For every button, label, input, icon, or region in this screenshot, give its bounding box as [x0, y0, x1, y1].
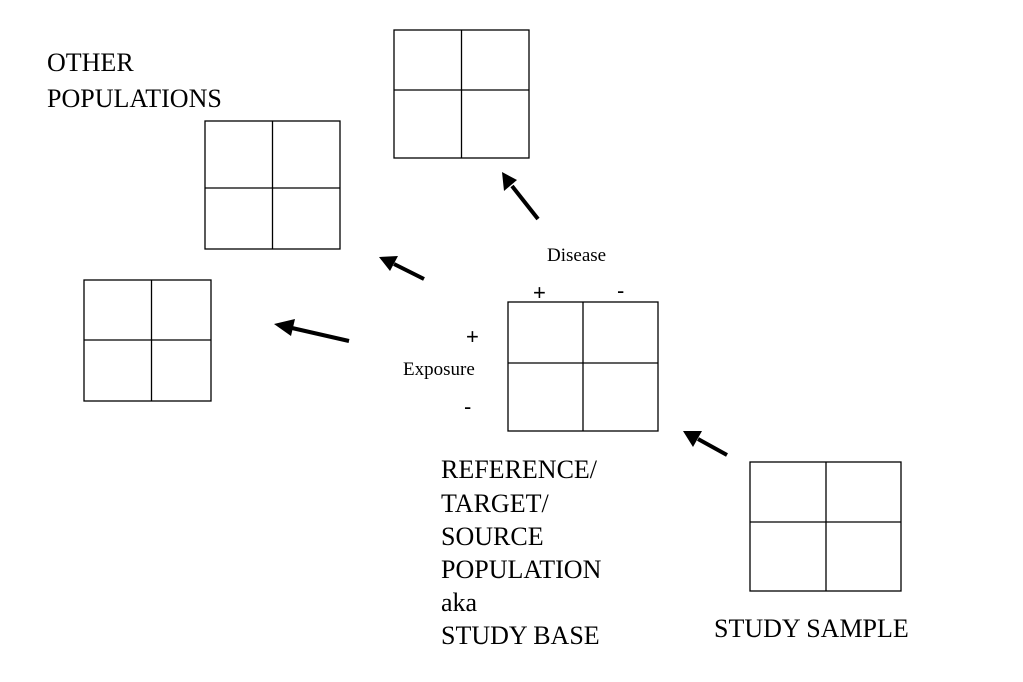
- exposure-negative-label: -: [464, 394, 471, 419]
- reference-line-1: REFERENCE/: [441, 455, 598, 484]
- table-other-population-middle: [204, 120, 341, 250]
- table-other-population-top: [393, 29, 530, 159]
- reference-line-4: POPULATION: [441, 555, 602, 584]
- exposure-axis-label: Exposure: [403, 359, 475, 380]
- other-populations-line-2: POPULATIONS: [47, 84, 222, 113]
- study-sample-label: STUDY SAMPLE: [714, 614, 909, 643]
- table-study-sample: [749, 461, 902, 592]
- exposure-positive-label: +: [466, 324, 479, 349]
- reference-line-3: SOURCE: [441, 522, 544, 551]
- arrow-reference-to-other-top: [502, 172, 540, 221]
- disease-negative-label: -: [617, 278, 624, 303]
- other-populations-label: OTHER POPULATIONS: [47, 48, 222, 113]
- table-other-population-left: [83, 279, 212, 402]
- disease-axis-label: Disease: [547, 245, 606, 266]
- arrow-reference-to-other-left: [274, 319, 350, 343]
- reference-line-5: aka: [441, 588, 478, 617]
- table-reference-population: [507, 301, 659, 432]
- reference-line-2: TARGET/: [441, 489, 549, 518]
- reference-population-label: REFERENCE/ TARGET/ SOURCE POPULATION aka…: [441, 455, 608, 650]
- reference-line-6: STUDY BASE: [441, 621, 600, 650]
- arrow-reference-to-other-middle: [379, 256, 425, 281]
- other-populations-line-1: OTHER: [47, 48, 134, 77]
- disease-positive-label: +: [533, 280, 546, 305]
- arrow-sample-to-reference: [683, 431, 728, 457]
